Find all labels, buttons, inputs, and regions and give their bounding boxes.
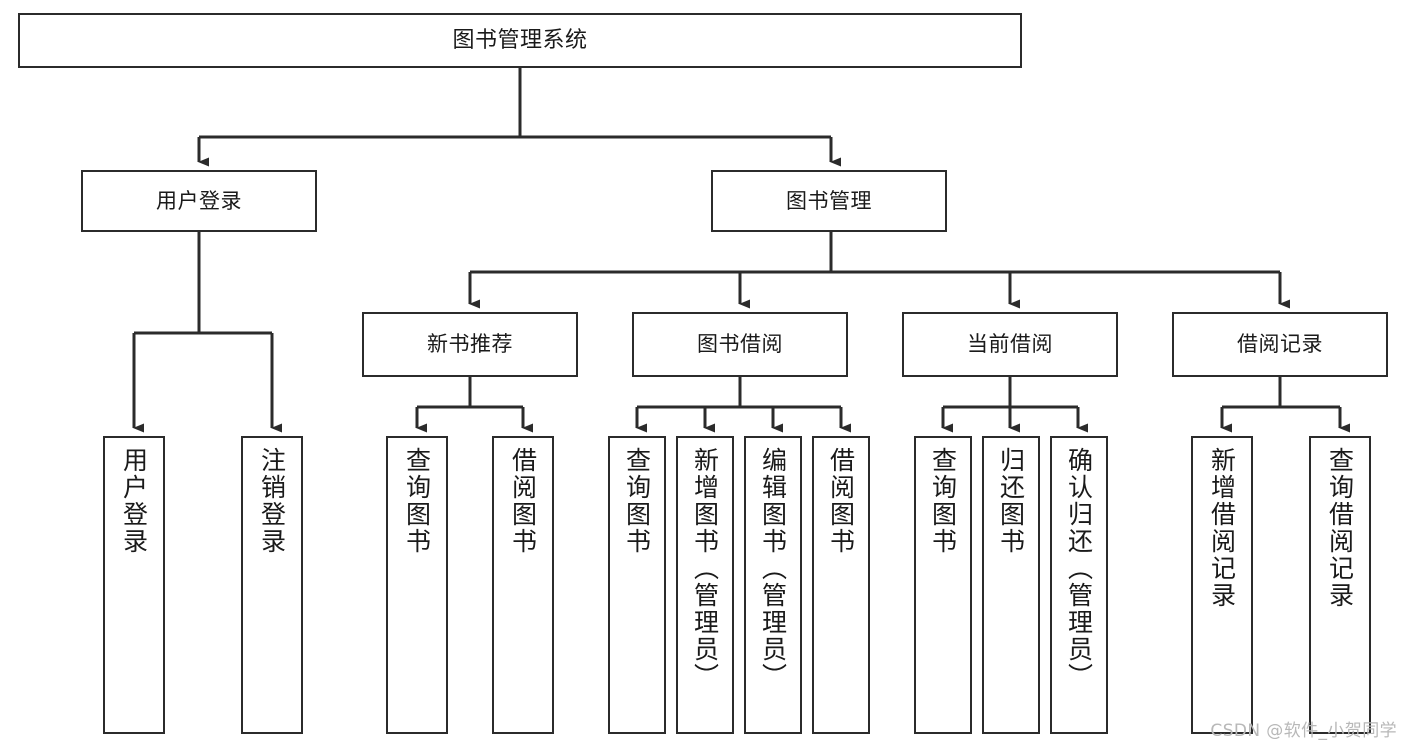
leaf-return-book[interactable]: 归还图书 xyxy=(982,436,1040,734)
leaf-confirm-return-admin[interactable]: 确认归还（管理员） xyxy=(1050,436,1108,734)
leaf-logout-login[interactable]: 注销登录 xyxy=(241,436,303,734)
node-label: 新书推荐 xyxy=(427,332,513,357)
leaf-add-book-admin[interactable]: 新增图书（管理员） xyxy=(676,436,734,734)
node-label: 借阅记录 xyxy=(1237,332,1323,357)
leaf-edit-book-admin[interactable]: 编辑图书（管理员） xyxy=(744,436,802,734)
leaf-query-borrow-record[interactable]: 查询借阅记录 xyxy=(1309,436,1371,734)
node-new-book-recommend[interactable]: 新书推荐 xyxy=(362,312,578,377)
node-label: 查询图书 xyxy=(622,447,652,555)
leaf-borrow-book[interactable]: 借阅图书 xyxy=(812,436,870,734)
leaf-query-book-recommend[interactable]: 查询图书 xyxy=(386,436,448,734)
node-label: 用户登录 xyxy=(156,188,242,213)
leaf-query-book-current[interactable]: 查询图书 xyxy=(914,436,972,734)
node-book-borrow[interactable]: 图书借阅 xyxy=(632,312,848,377)
node-label: 图书管理系统 xyxy=(452,27,588,53)
node-label: 新增借阅记录 xyxy=(1207,447,1237,609)
node-book-management[interactable]: 图书管理 xyxy=(711,170,947,232)
leaf-user-login[interactable]: 用户登录 xyxy=(103,436,165,734)
node-current-borrow[interactable]: 当前借阅 xyxy=(902,312,1118,377)
node-label: 图书管理 xyxy=(786,188,872,213)
node-label: 查询图书 xyxy=(402,447,432,555)
node-label: 图书借阅 xyxy=(697,332,783,357)
node-label: 查询图书 xyxy=(928,447,958,555)
node-label: 归还图书 xyxy=(996,447,1026,555)
node-label: 确认归还（管理员） xyxy=(1064,447,1094,690)
node-label: 编辑图书（管理员） xyxy=(758,447,788,690)
node-label: 借阅图书 xyxy=(508,447,538,555)
watermark-text: CSDN @软件_小贺同学 xyxy=(1210,721,1397,741)
leaf-borrow-book-recommend[interactable]: 借阅图书 xyxy=(492,436,554,734)
node-label: 借阅图书 xyxy=(826,447,856,555)
node-label: 当前借阅 xyxy=(967,332,1053,357)
node-label: 注销登录 xyxy=(257,447,287,555)
node-borrow-record[interactable]: 借阅记录 xyxy=(1172,312,1388,377)
leaf-add-borrow-record[interactable]: 新增借阅记录 xyxy=(1191,436,1253,734)
node-user-login[interactable]: 用户登录 xyxy=(81,170,317,232)
node-label: 新增图书（管理员） xyxy=(690,447,720,690)
node-label: 用户登录 xyxy=(119,447,149,555)
node-label: 查询借阅记录 xyxy=(1325,447,1355,609)
node-root-book-management-system[interactable]: 图书管理系统 xyxy=(18,13,1022,68)
leaf-query-book-borrow[interactable]: 查询图书 xyxy=(608,436,666,734)
